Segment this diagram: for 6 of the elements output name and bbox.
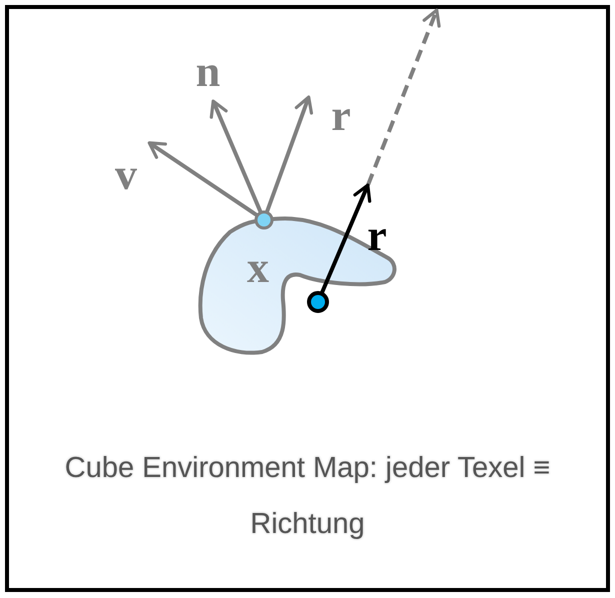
vector-label: v (115, 153, 137, 197)
vector-label: r (367, 214, 387, 258)
caption: Cube Environment Map: jeder Texel ≡ Richtung (64, 451, 552, 542)
vector-label: r (331, 94, 351, 138)
vector-label: n (196, 50, 220, 94)
vector-label: x (247, 246, 269, 290)
